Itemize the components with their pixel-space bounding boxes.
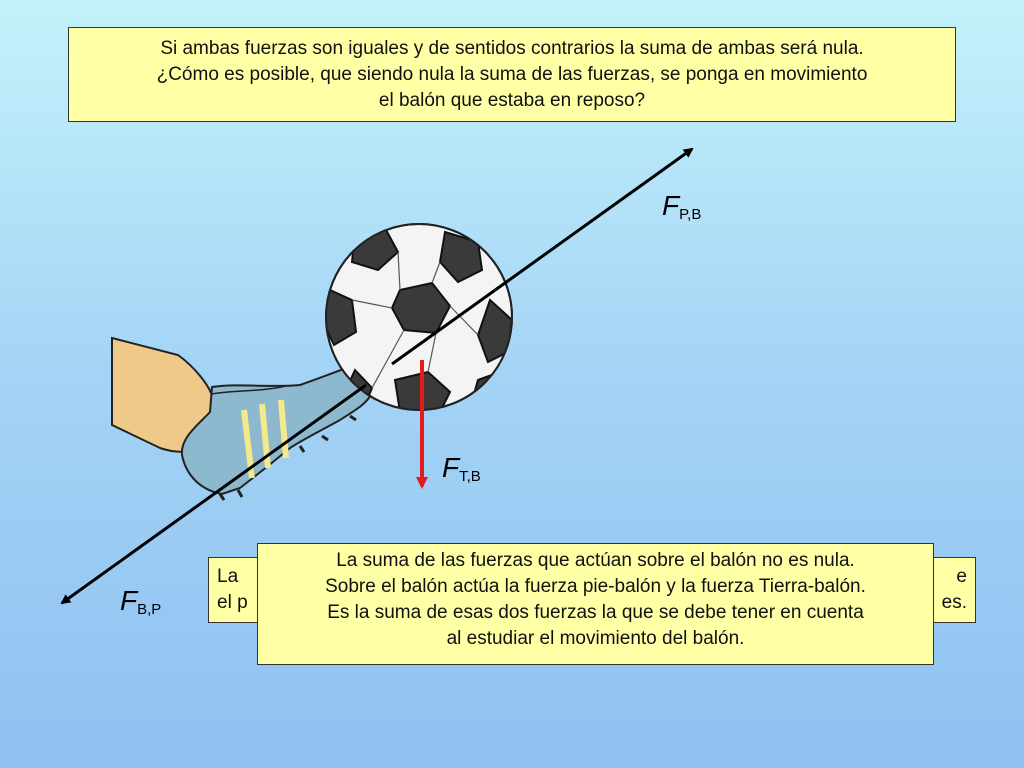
force-subscript: B,P: [137, 601, 162, 618]
question-line-1: Si ambas fuerzas son iguales y de sentid…: [160, 38, 864, 59]
force-symbol: F: [662, 190, 680, 221]
question-line-2: ¿Cómo es posible, que siendo nula la sum…: [156, 64, 868, 85]
question-text-box: Si ambas fuerzas son iguales y de sentid…: [68, 27, 956, 122]
answer-text-box: La suma de las fuerzas que actúan sobre …: [257, 543, 934, 665]
hidden-line-1-left: La: [217, 566, 239, 587]
force-label-tb: FT,B: [442, 452, 481, 485]
boot-illustration: [180, 364, 374, 501]
answer-line-2: Sobre el balón actúa la fuerza pie-balón…: [325, 576, 866, 597]
question-line-3: el balón que estaba en reposo?: [378, 90, 646, 111]
hidden-line-1-right: e: [956, 566, 967, 587]
force-subscript: P,B: [679, 206, 702, 223]
answer-line-4: al estudiar el movimiento del balón.: [446, 628, 745, 649]
force-arrow-bp: [60, 383, 367, 605]
answer-line-1: La suma de las fuerzas que actúan sobre …: [336, 550, 855, 571]
force-symbol: F: [120, 585, 138, 616]
answer-line-3: Es la suma de esas dos fuerzas la que se…: [327, 602, 864, 623]
force-arrow-pb: [391, 147, 694, 366]
force-label-bp: FB,P: [120, 585, 161, 618]
hidden-line-2-left: el p: [217, 592, 248, 613]
force-label-pb: FP,B: [662, 190, 701, 223]
force-subscript: T,B: [459, 468, 481, 485]
hidden-line-2-right: es.: [941, 592, 967, 613]
force-symbol: F: [442, 452, 460, 483]
